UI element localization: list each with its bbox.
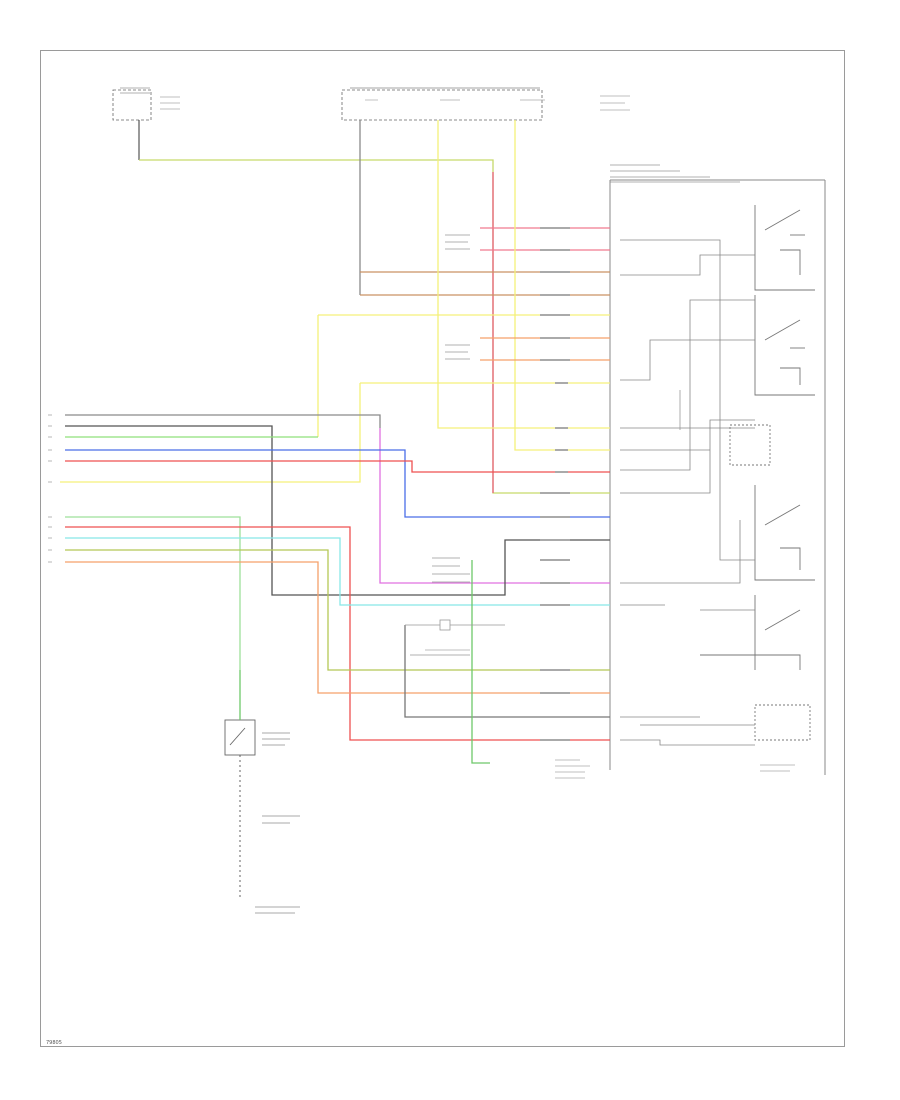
wire-yellow-v2	[514, 120, 610, 451]
wire-gray-415	[65, 414, 381, 428]
misc-labels	[425, 649, 795, 779]
wire-green-763	[471, 560, 490, 764]
colored-wires	[60, 120, 610, 764]
diagram-code: 79805	[46, 1040, 62, 1046]
wire-red-527	[65, 526, 610, 741]
wire-green-top	[139, 159, 610, 494]
wire-red-461	[65, 460, 610, 473]
fuse-panel-top	[341, 87, 630, 121]
wire-olive-550	[65, 549, 610, 671]
module-pin-labels	[540, 227, 570, 741]
center-components	[405, 234, 505, 656]
left-connector-labels	[48, 414, 52, 563]
module-internal-wires	[620, 239, 755, 746]
wire-blue	[65, 449, 610, 518]
wire-yellow-v1	[437, 120, 610, 429]
lower-left-component	[224, 670, 300, 914]
wire-gray-717	[404, 625, 610, 718]
relay-boxes	[700, 205, 815, 741]
component-top-left	[112, 87, 180, 160]
diagram-frame	[40, 50, 845, 1047]
wire-cyan-538	[65, 537, 610, 606]
wire-green-517	[65, 516, 241, 670]
wire-orange-562	[65, 561, 610, 694]
wire-dark-426	[65, 425, 610, 596]
wire-yellow-v4	[60, 383, 361, 483]
wire-magenta	[379, 428, 610, 584]
control-module	[609, 164, 826, 775]
